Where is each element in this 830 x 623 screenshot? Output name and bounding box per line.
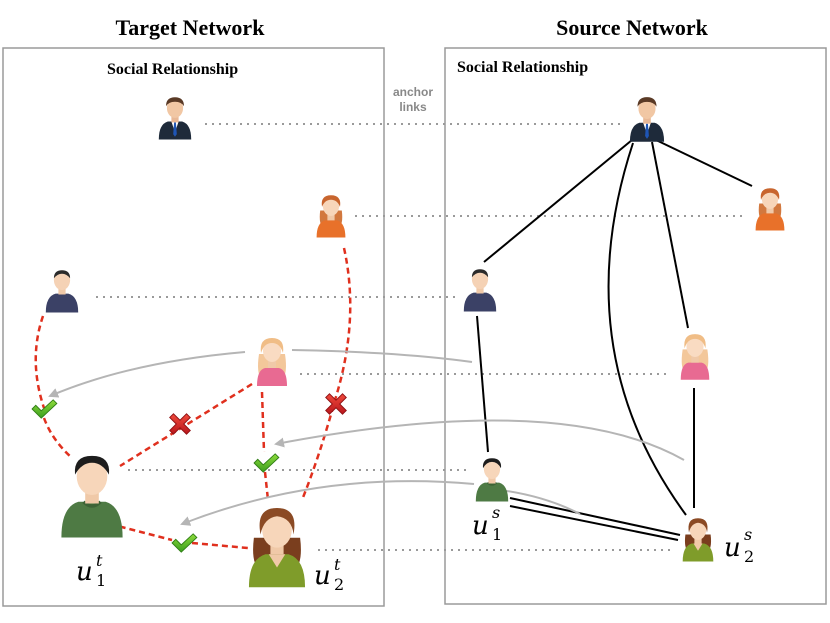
predicted-link [191, 541, 249, 550]
source-network-panel [444, 47, 827, 605]
person-icon-u2t [248, 508, 306, 588]
label-u2t-sub: 2 [334, 575, 344, 594]
source-edge [509, 497, 681, 536]
label-u1s: u s 1 [472, 503, 502, 544]
target-network-panel [2, 47, 385, 607]
target-network-title: Target Network [116, 15, 266, 40]
anchor-links-label-line2: links [399, 100, 427, 114]
label-u2s-base: u [724, 533, 741, 563]
source-edge [509, 505, 679, 541]
person-icon [158, 97, 192, 140]
label-u1t-sub: 1 [96, 571, 106, 590]
source-relationship-label: Social Relationship [457, 59, 588, 76]
person-icon-u1s [474, 457, 510, 502]
source-edge [483, 139, 633, 263]
person-icon [45, 270, 79, 313]
cross-icon [169, 413, 191, 435]
label-u2t-sup: t [334, 555, 341, 574]
label-u2t-base: u [314, 561, 331, 591]
source-edge [607, 142, 687, 516]
anchor-links-label-line1: anchor [393, 85, 433, 99]
person-icon-u1t [59, 454, 125, 540]
predicted-link [34, 315, 46, 409]
person-icon [463, 269, 497, 312]
person-icon [316, 195, 346, 238]
source-edge [651, 141, 689, 329]
person-icon [755, 188, 785, 231]
transfer-arrow [48, 351, 246, 398]
source-edge [655, 139, 753, 187]
anchor-links [96, 123, 745, 551]
check-icon [31, 399, 58, 419]
transfer-arrow [499, 489, 581, 515]
transfer-arrow [180, 480, 475, 526]
source-edge [476, 315, 489, 453]
label-u1s-base: u [472, 511, 489, 541]
predicted-link [42, 417, 73, 459]
label-u1t-sup: t [96, 551, 103, 570]
label-u2s: u s 2 [724, 525, 754, 566]
label-u2s-sup: s [744, 525, 752, 544]
source-edges [476, 139, 753, 541]
transfer-arrow [291, 349, 473, 363]
transfer-arrow [274, 419, 685, 461]
person-icon-u2s [682, 518, 714, 562]
label-u1s-sup: s [492, 503, 500, 522]
predicted-link [260, 391, 266, 453]
predicted-link [119, 382, 253, 468]
target-relationship-label: Social Relationship [107, 61, 238, 78]
label-u1s-sub: 1 [492, 525, 502, 544]
person-icon [629, 97, 665, 142]
label-u1t: u t 1 [76, 551, 106, 590]
source-network-title: Source Network [556, 15, 708, 40]
transfer-arrows [48, 349, 685, 526]
label-u2t: u t 2 [314, 555, 344, 594]
predicted-link [263, 471, 270, 501]
label-u2s-sub: 2 [744, 547, 754, 566]
person-icon [257, 338, 287, 386]
label-u1t-base: u [76, 557, 93, 587]
person-icon [680, 334, 710, 380]
